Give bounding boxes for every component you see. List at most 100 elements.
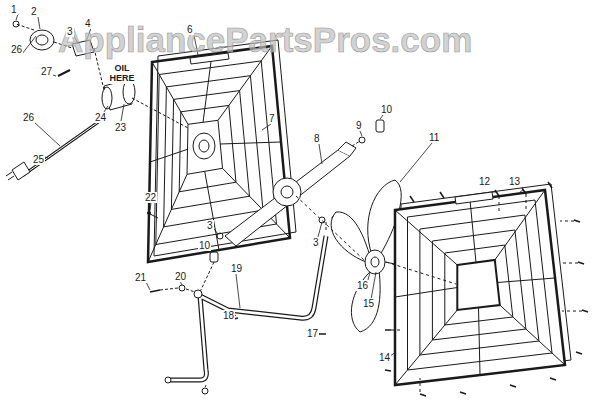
- callout-number: 15: [362, 298, 375, 309]
- assembly-lines: [526, 194, 527, 212]
- callout-number: 10: [198, 240, 211, 251]
- callout-number: 26: [10, 44, 23, 55]
- screws: [578, 262, 584, 264]
- motor-parts: [102, 87, 112, 109]
- screws: [548, 182, 552, 188]
- stand-rod: [179, 285, 185, 291]
- motor-mount-bracket: [148, 120, 385, 292]
- callout-number: 19: [230, 263, 243, 274]
- rear-grille: [203, 54, 212, 122]
- callout-number: 4: [84, 18, 92, 29]
- rear-grille: [148, 40, 296, 262]
- front-grille: [495, 190, 545, 260]
- rear-grille: [164, 76, 263, 227]
- leader-lines: [360, 131, 362, 136]
- front-grille: [395, 184, 571, 385]
- watermark: AppliancePartsPros.com: [58, 22, 472, 57]
- note-label: OIL HERE: [106, 64, 138, 84]
- rear-grille: [205, 171, 219, 250]
- callout-number: 3: [206, 220, 214, 231]
- motor-parts: [12, 162, 30, 180]
- front-grille: [395, 288, 457, 298]
- motor-mount-bracket: [148, 212, 151, 215]
- callout-number: 9: [355, 120, 363, 131]
- motor-parts: [6, 172, 12, 176]
- callout-number: 23: [114, 122, 127, 133]
- motor-mount-bracket: [210, 252, 218, 262]
- screws: [385, 182, 588, 396]
- screws: [510, 385, 516, 387]
- motor-mount-bracket: [281, 186, 293, 198]
- leader-lines: [121, 104, 124, 121]
- motor-mount-bracket: [338, 142, 356, 156]
- front-grille: [395, 190, 565, 385]
- rear-grille: [199, 140, 209, 152]
- callout-number: 22: [144, 192, 157, 203]
- stand-rod: [168, 236, 326, 380]
- motor-mount-bracket: [200, 262, 214, 292]
- stand-rod: [205, 385, 206, 388]
- fan-blade: [331, 180, 401, 332]
- screws: [582, 310, 588, 312]
- callout-number: 6: [186, 24, 194, 35]
- screws: [385, 329, 391, 331]
- screws: [550, 378, 556, 380]
- screws: [576, 352, 582, 354]
- assembly-lines: [420, 378, 421, 392]
- front-grille: [470, 200, 476, 263]
- leader-lines: [150, 203, 151, 210]
- callout-number: 16: [356, 280, 369, 291]
- callout-number: 11: [428, 132, 440, 143]
- rear-grille: [148, 46, 290, 262]
- leader-lines: [520, 190, 523, 192]
- assembly-lines: [296, 196, 364, 260]
- screws: [574, 220, 580, 222]
- fan-blade: [365, 250, 385, 274]
- front-grille: [497, 278, 555, 283]
- leader-lines: [146, 282, 150, 290]
- leader-lines: [380, 115, 383, 119]
- stand-rod: [160, 288, 178, 290]
- motor-mount-bracket: [273, 178, 301, 206]
- callout-number: 12: [478, 176, 491, 187]
- callout-number: 21: [134, 272, 147, 283]
- leader-lines: [214, 229, 218, 234]
- motor-parts: [8, 176, 14, 180]
- assembly-lines: [296, 194, 582, 392]
- fan-blade: [351, 270, 380, 332]
- screws: [385, 370, 391, 371]
- rear-grille: [193, 133, 215, 159]
- front-grille: [500, 305, 565, 365]
- rear-grille: [171, 91, 249, 210]
- callout-number: 8: [313, 133, 321, 144]
- rear-grille: [220, 142, 281, 144]
- callout-number: 25: [32, 154, 45, 165]
- motor-mount-bracket: [376, 120, 384, 132]
- leader-lines: [22, 36, 36, 54]
- assembly-lines: [560, 221, 574, 222]
- motor-parts: [22, 118, 104, 176]
- callout-number: 17: [306, 328, 319, 339]
- front-grille: [455, 192, 493, 204]
- leader-lines: [38, 17, 40, 29]
- callout-number: 26: [22, 112, 35, 123]
- callout-number: 3: [312, 237, 320, 248]
- screws: [440, 192, 444, 198]
- callout-number: 27: [40, 66, 53, 77]
- assembly-lines: [560, 263, 578, 264]
- stand-rod: [194, 290, 202, 298]
- motor-parts: [58, 70, 70, 76]
- screws: [460, 392, 466, 394]
- leader-lines: [318, 222, 322, 237]
- leader-lines: [319, 144, 322, 164]
- fan-blade: [331, 212, 370, 262]
- motor-mount-bracket: [352, 141, 360, 146]
- stand-rod: [186, 289, 195, 292]
- stand-rod: [150, 290, 160, 292]
- callout-number: 20: [174, 271, 187, 282]
- motor-parts: [132, 98, 188, 128]
- callout-number: 18: [222, 310, 235, 321]
- motor-parts: [30, 30, 54, 50]
- leader-lines: [34, 122, 60, 146]
- motor-mount-bracket: [359, 137, 365, 143]
